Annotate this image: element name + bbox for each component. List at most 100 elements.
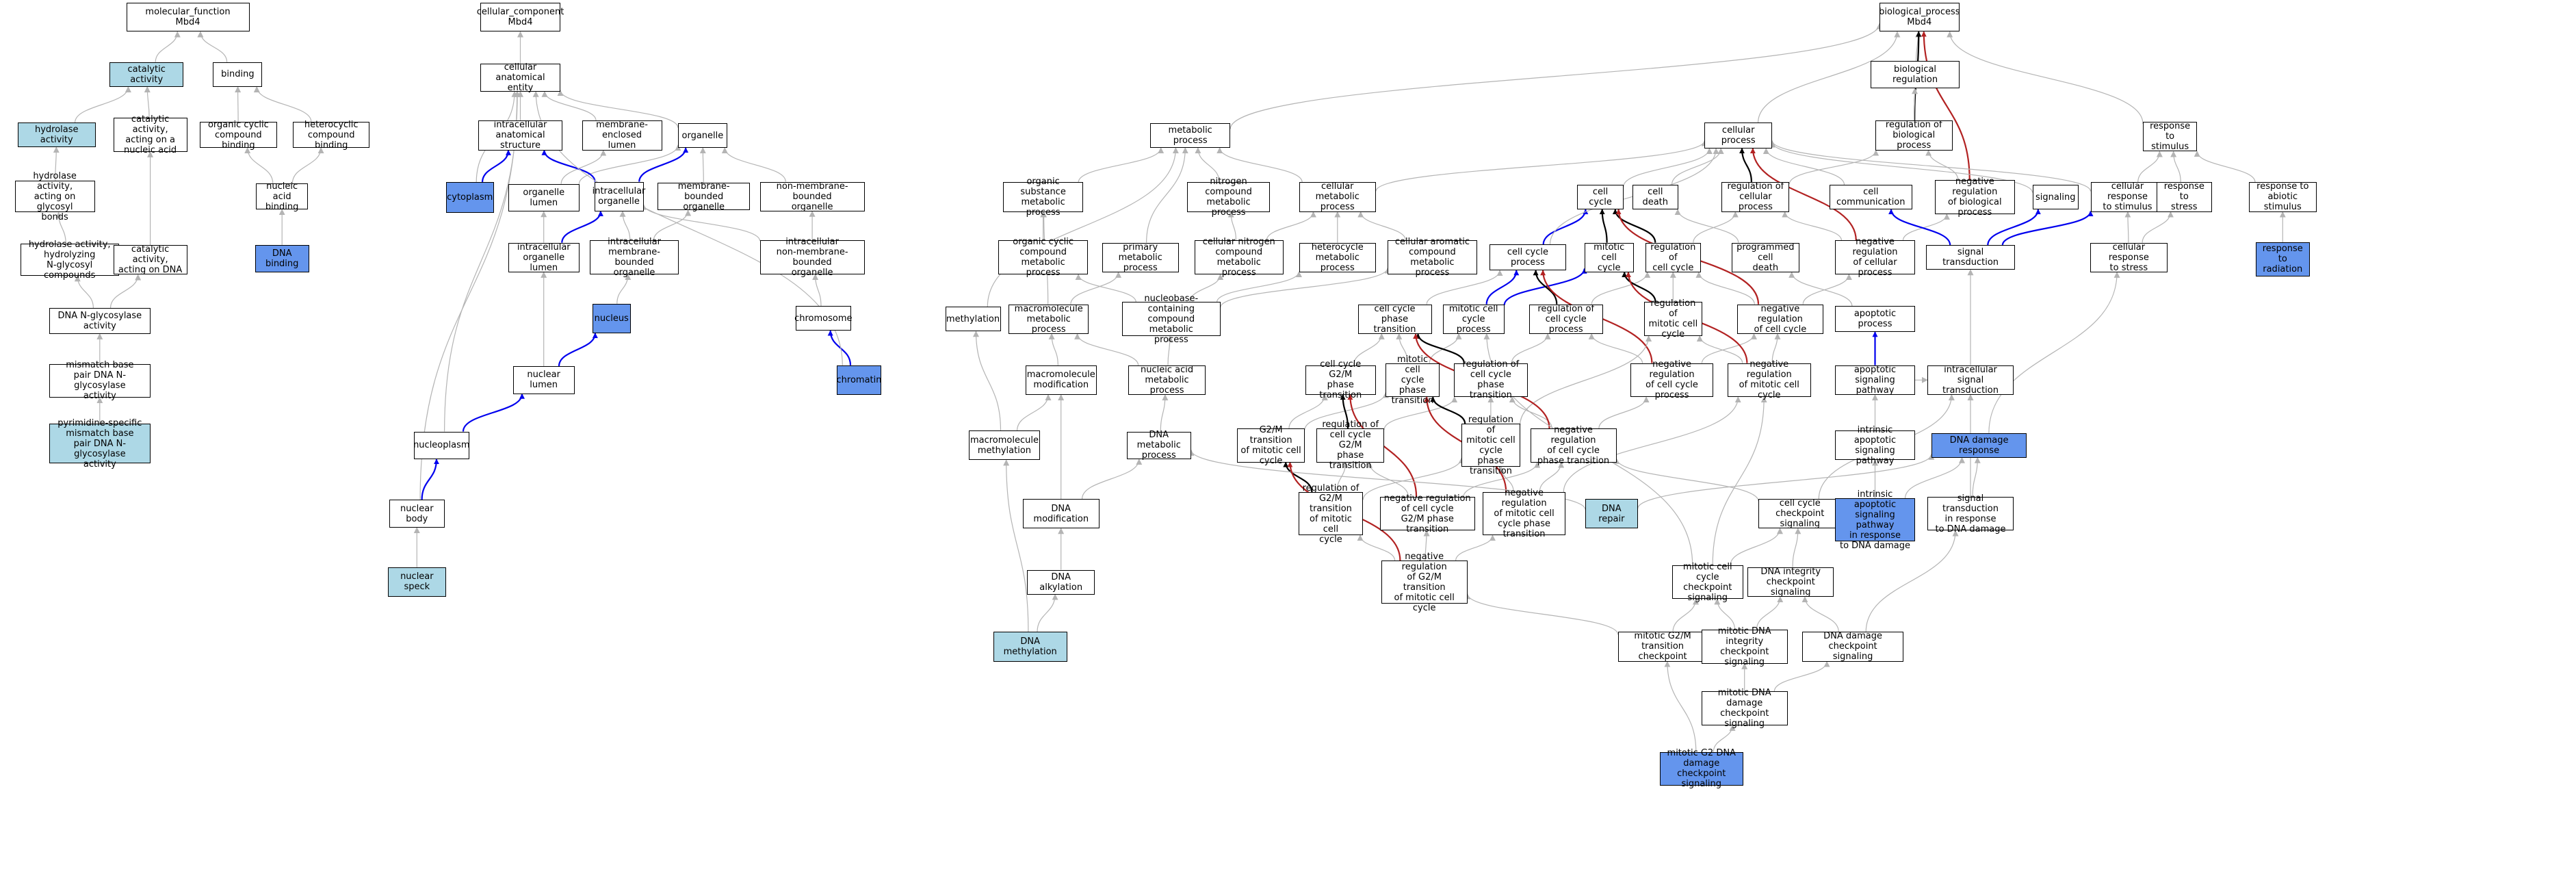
- go-term-node-methylation[interactable]: methylation: [945, 307, 1001, 332]
- go-term-node-catnuc[interactable]: catalytic activity, acting on a nucleic …: [113, 114, 187, 155]
- go-term-node-hetcyc[interactable]: heterocyclic compound binding: [293, 120, 369, 151]
- go-term-node-cacmp[interactable]: cellular aromatic compound metabolic pro…: [1388, 237, 1477, 278]
- go-term-node-dnameth[interactable]: DNA methylation: [993, 632, 1067, 662]
- go-term-node-ncmp[interactable]: nitrogen compound metabolic process: [1186, 177, 1271, 218]
- go-term-node-regcc[interactable]: regulation of cell cycle: [1645, 242, 1701, 273]
- go-term-node-g2mmit[interactable]: G2/M transition of mitotic cell cycle: [1237, 425, 1305, 466]
- go-term-node-nucbody[interactable]: nuclear body: [389, 500, 445, 528]
- go-term-node-apsig[interactable]: apoptotic signaling pathway: [1835, 365, 1915, 396]
- go-term-node-negregmccpt[interactable]: negative regulation of mitotic cell cycl…: [1482, 488, 1566, 539]
- go-term-node-dnaalk[interactable]: DNA alkylation: [1027, 569, 1095, 595]
- go-term-node-iasp[interactable]: intrinsic apoptotic signaling pathway: [1835, 425, 1915, 466]
- go-term-node-nmbo[interactable]: non-membrane-bounded organelle: [759, 181, 865, 212]
- go-term-node-chromosome[interactable]: chromosome: [794, 306, 853, 331]
- go-term-node-dnadamage[interactable]: DNA damage response: [1931, 433, 2027, 458]
- go-term-node-mismatch[interactable]: mismatch base pair DNA N-glycosylase act…: [49, 360, 151, 401]
- go-term-node-bp[interactable]: biological_process Mbd4: [1879, 3, 1960, 32]
- go-term-node-regmcc[interactable]: regulation of mitotic cell cycle: [1643, 298, 1703, 339]
- go-term-node-mitcc[interactable]: mitotic cell cycle: [1584, 242, 1634, 273]
- go-term-node-namp[interactable]: nucleic acid metabolic process: [1128, 365, 1206, 396]
- go-term-node-nucspeck[interactable]: nuclear speck: [387, 567, 447, 597]
- go-term-node-ist[interactable]: intracellular signal transduction: [1927, 365, 2014, 396]
- go-term-node-cncmp[interactable]: cellular nitrogen compound metabolic pro…: [1194, 237, 1284, 278]
- go-term-node-catact[interactable]: catalytic activity: [109, 62, 184, 87]
- go-term-node-inmbo[interactable]: intracellular non-membrane-bounded organ…: [759, 237, 865, 278]
- go-term-node-regccpt[interactable]: regulation of cell cycle phase transitio…: [1453, 359, 1528, 400]
- go-term-node-cccs[interactable]: cell cycle checkpoint signaling: [1758, 498, 1842, 529]
- go-term-node-mcccs[interactable]: mitotic cell cycle checkpoint signaling: [1672, 562, 1743, 602]
- go-term-node-macmp[interactable]: macromolecule metabolic process: [1009, 304, 1089, 335]
- go-term-node-negregccg2m[interactable]: negative regulation of cell cycle G2/M p…: [1379, 493, 1475, 534]
- go-term-node-macmod[interactable]: macromolecule modification: [1026, 365, 1097, 395]
- go-term-node-macmeth[interactable]: macromolecule methylation: [969, 430, 1040, 461]
- go-term-node-cellproc[interactable]: cellular process: [1704, 123, 1773, 149]
- go-term-node-mg2dna[interactable]: mitotic G2 DNA damage checkpoint signali…: [1660, 748, 1743, 789]
- go-term-node-imbo[interactable]: intracellular membrane-bounded organelle: [589, 237, 679, 278]
- go-term-node-regg2mmit[interactable]: regulation of G2/M transition of mitotic…: [1298, 483, 1364, 545]
- go-term-node-cytoplasm[interactable]: cytoplasm: [445, 182, 494, 214]
- go-term-node-negregmcc[interactable]: negative regulation of mitotic cell cycl…: [1728, 359, 1811, 400]
- go-term-node-respabio[interactable]: response to abiotic stimulus: [2248, 181, 2317, 212]
- go-term-node-ccpt[interactable]: cell cycle phase transition: [1357, 304, 1432, 335]
- go-term-node-mf[interactable]: molecular_function Mbd4: [126, 3, 250, 32]
- go-term-node-mccpt[interactable]: mitotic cell cycle phase transition: [1385, 355, 1440, 406]
- go-term-node-pcd[interactable]: programmed cell death: [1731, 242, 1799, 273]
- go-term-node-osmp[interactable]: organic substance metabolic process: [1003, 177, 1084, 218]
- go-term-node-cae[interactable]: cellular anatomical entity: [480, 62, 560, 93]
- go-term-node-regccp[interactable]: regulation of cell cycle process: [1528, 304, 1603, 335]
- go-term-node-organelle[interactable]: organelle: [677, 123, 727, 148]
- go-term-node-negregcc[interactable]: negative regulation of cell cycle: [1736, 304, 1823, 335]
- go-term-node-dnabind[interactable]: DNA binding: [255, 244, 309, 273]
- go-term-node-occmp[interactable]: organic cyclic compound metabolic proces…: [998, 237, 1088, 278]
- go-term-node-catdna[interactable]: catalytic activity, acting on DNA: [113, 244, 187, 275]
- go-term-node-regbio[interactable]: regulation of biological process: [1875, 120, 1953, 151]
- go-term-node-regmccpt[interactable]: regulation of mitotic cell cycle phase t…: [1461, 415, 1520, 476]
- go-term-node-dnadcs[interactable]: DNA damage checkpoint signaling: [1801, 631, 1904, 662]
- go-term-node-orgcyc[interactable]: organic cyclic compound binding: [200, 120, 277, 151]
- go-term-node-hydact[interactable]: hydrolase activity: [17, 123, 96, 148]
- go-term-node-nucleus[interactable]: nucleus: [592, 303, 631, 333]
- go-term-node-primmet[interactable]: primary metabolic process: [1102, 242, 1179, 273]
- go-term-node-ias[interactable]: intracellular anatomical structure: [478, 120, 562, 151]
- go-term-node-orglumen[interactable]: organelle lumen: [508, 183, 580, 212]
- go-term-node-negregg2m[interactable]: negative regulation of G2/M transition o…: [1381, 552, 1468, 613]
- go-term-node-resprad[interactable]: response to radiation: [2255, 242, 2310, 276]
- go-term-node-cmp[interactable]: cellular metabolic process: [1299, 181, 1376, 212]
- go-term-node-dnarepair[interactable]: DNA repair: [1585, 499, 1638, 529]
- go-term-node-celldeath[interactable]: cell death: [1632, 185, 1678, 209]
- go-term-node-ccg2m[interactable]: cell cycle G2/M phase transition: [1305, 359, 1376, 400]
- go-term-node-dnamod[interactable]: DNA modification: [1022, 499, 1100, 529]
- go-term-node-stdna[interactable]: signal transduction in response to DNA d…: [1927, 493, 2014, 534]
- go-term-node-mdnaics[interactable]: mitotic DNA integrity checkpoint signali…: [1701, 626, 1788, 667]
- go-term-node-negregbio[interactable]: negative regulation of biological proces…: [1934, 177, 2015, 218]
- go-term-node-cc[interactable]: cellular_component Mbd4: [477, 3, 564, 32]
- go-term-node-regccg2m[interactable]: regulation of cell cycle G2/M phase tran…: [1316, 420, 1385, 471]
- go-term-node-mel[interactable]: membrane-enclosed lumen: [582, 120, 662, 151]
- go-term-node-iol[interactable]: intracellular organelle lumen: [508, 242, 580, 273]
- go-term-node-hydhyd[interactable]: hydrolase activity, hydrolyzing N-glycos…: [20, 240, 119, 281]
- go-term-node-sigtrans[interactable]: signal transduction: [1925, 245, 2016, 270]
- go-term-node-cellcomm[interactable]: cell communication: [1829, 185, 1912, 209]
- go-term-node-dnaics[interactable]: DNA integrity checkpoint signaling: [1747, 567, 1834, 597]
- go-term-node-dnagly[interactable]: DNA N-glycosylase activity: [49, 308, 151, 334]
- go-term-node-mitg2mcp[interactable]: mitotic G2/M transition checkpoint: [1617, 631, 1708, 662]
- go-term-node-negregccp[interactable]: negative regulation of cell cycle proces…: [1630, 359, 1714, 400]
- go-term-node-dnamet[interactable]: DNA metabolic process: [1126, 430, 1191, 461]
- go-term-node-mdnadcs[interactable]: mitotic DNA damage checkpoint signaling: [1701, 688, 1788, 729]
- go-term-node-pyrim[interactable]: pyrimidine-specific mismatch base pair D…: [49, 418, 151, 469]
- go-term-node-respstress[interactable]: response to stress: [2156, 181, 2212, 212]
- go-term-node-metproc[interactable]: metabolic process: [1150, 123, 1231, 148]
- go-term-node-regcp[interactable]: regulation of cellular process: [1721, 181, 1790, 212]
- go-term-node-cellcycle[interactable]: cell cycle: [1577, 185, 1624, 209]
- go-term-node-iaspdna[interactable]: intrinsic apoptotic signaling pathway in…: [1835, 489, 1915, 551]
- go-term-node-signaling[interactable]: signaling: [2032, 185, 2079, 209]
- go-term-node-crstress[interactable]: cellular response to stress: [2090, 242, 2168, 273]
- go-term-node-mbo[interactable]: membrane-bounded organelle: [658, 181, 751, 212]
- go-term-node-negregcp[interactable]: negative regulation of cellular process: [1835, 237, 1915, 278]
- go-term-node-mccp[interactable]: mitotic cell cycle process: [1442, 304, 1505, 335]
- go-term-node-intorg[interactable]: intracellular organelle: [593, 181, 645, 211]
- go-term-node-hydgly[interactable]: hydrolase activity, acting on glycosyl b…: [14, 171, 95, 222]
- go-term-node-bioreg[interactable]: biological regulation: [1870, 60, 1960, 89]
- go-term-node-chromatin[interactable]: chromatin: [837, 365, 881, 395]
- go-term-node-ccproc[interactable]: cell cycle process: [1489, 244, 1567, 271]
